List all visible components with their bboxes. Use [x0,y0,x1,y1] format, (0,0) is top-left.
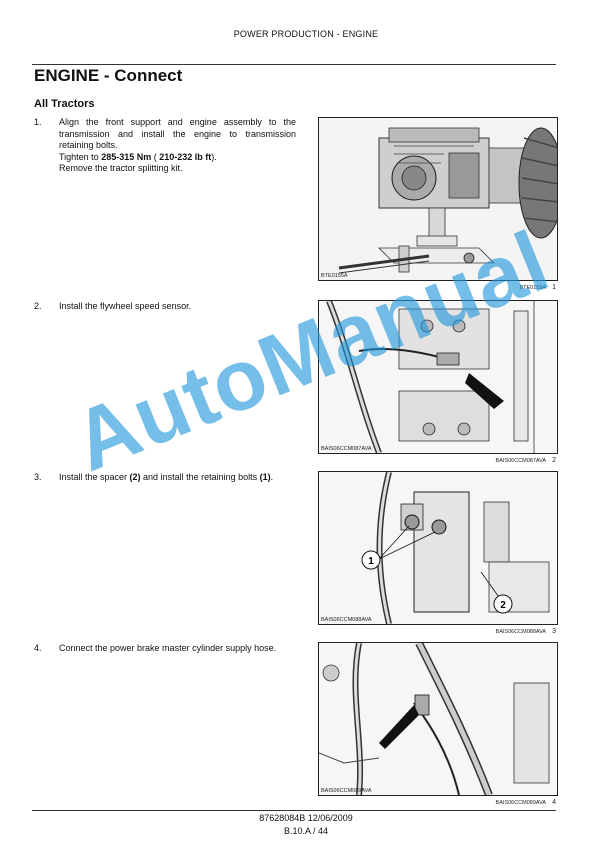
figure-4-brake-hose: BAIS06CCM089AVA [318,642,558,796]
step-3: 3. Install the spacer (2) and install th… [34,472,296,484]
step-1-remove: Remove the tractor splitting kit. [59,163,183,173]
figure-3-spacer-bolts: 1 2 BAIS06CCM088AVA [318,471,558,625]
step-number: 1. [34,117,42,127]
page-header: POWER PRODUCTION - ENGINE [233,29,379,39]
spacer-ref: (2) [129,472,141,482]
figure-1-engine-assembly: BTE0155A [318,117,558,281]
step-3-text: Install the spacer (2) and install the r… [59,472,274,482]
step-1: 1. Align the front support and engine as… [34,117,296,175]
step-1-torque: Tighten to 285-315 Nm ( 210-232 lb ft). [59,151,217,162]
footer-doc-id: 87628084B 12/06/2009 [259,813,353,823]
figure-4-inlabel: BAIS06CCM089AVA [321,788,372,794]
bolts-ref: (1) [259,472,271,482]
figure-2-flywheel-sensor: BAIS06CCM087AVA [318,300,558,454]
callout-1: 1 [368,556,374,567]
callout-2: 2 [500,600,506,611]
step-number: 4. [34,643,42,653]
step-number: 3. [34,472,42,482]
footer-page-number: B.10.A / 44 [283,826,329,836]
figure-2-inlabel: BAIS06CCM087AVA [321,446,372,452]
figure-3-inlabel: BAIS06CCM088AVA [321,617,372,623]
section-subtitle: All Tractors [34,98,95,110]
step-2: 2. Install the flywheel speed sensor. [34,301,296,313]
torque-lbft: 210-232 lb ft [159,151,212,162]
step-2-text: Install the flywheel speed sensor. [59,301,192,311]
torque-nm: 285-315 Nm [101,151,152,162]
header-rule [32,64,556,65]
step-4-text: Connect the power brake master cylinder … [59,643,277,653]
step-4: 4. Connect the power brake master cylind… [34,643,296,655]
figure-1-inlabel: BTE0155A [321,273,348,279]
page-title: ENGINE - Connect [34,66,183,85]
step-1-text: Align the front support and engine assem… [59,117,296,150]
step-number: 2. [34,301,42,311]
footer-rule [32,810,556,811]
